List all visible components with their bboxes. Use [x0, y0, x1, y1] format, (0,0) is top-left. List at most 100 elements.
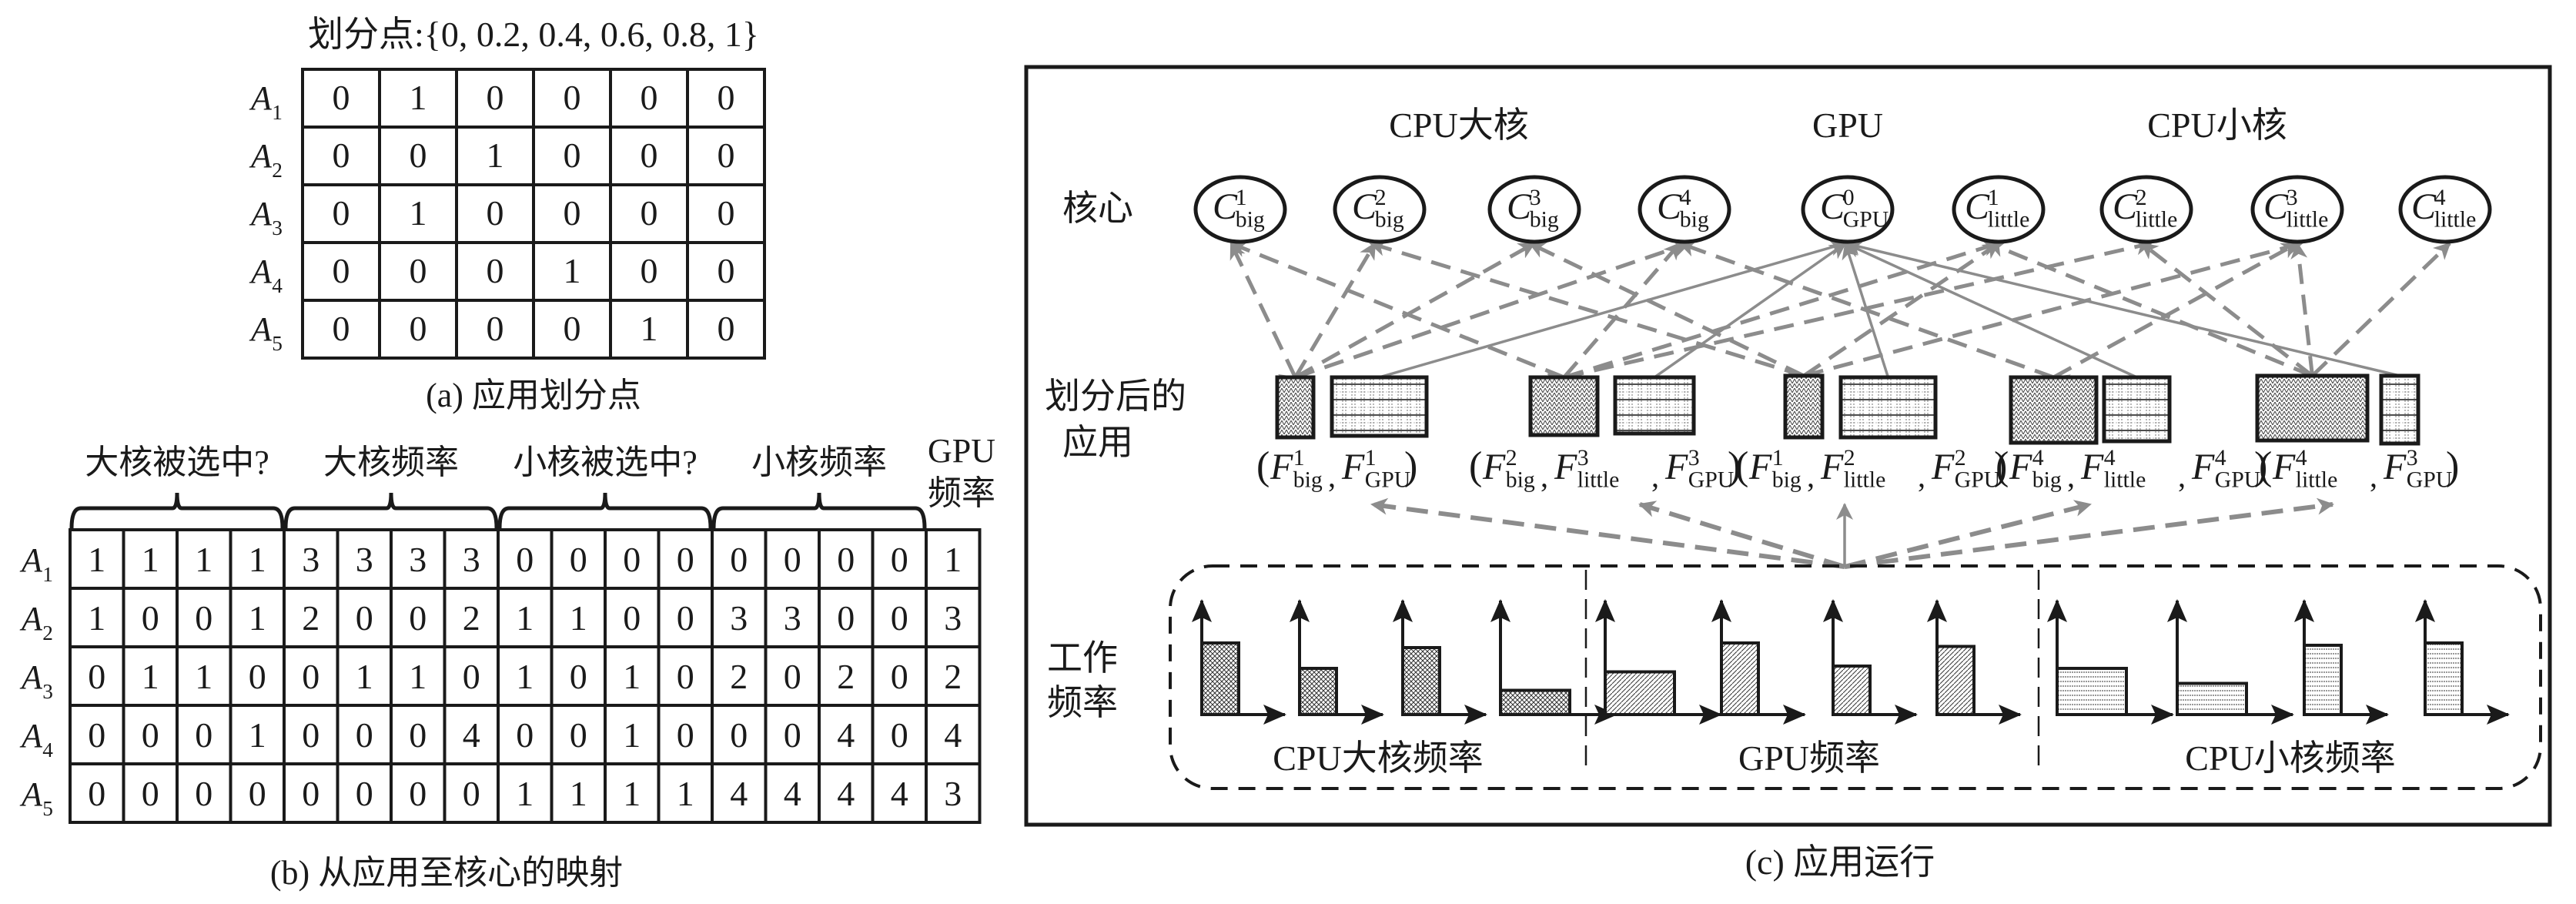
cell-value: 0	[410, 136, 427, 175]
math-sub: little	[1577, 467, 1620, 493]
mapping-arrow	[2295, 242, 2451, 393]
core-ellipse	[2398, 175, 2492, 244]
table-cell	[336, 528, 393, 590]
table-cell	[657, 587, 714, 648]
cell-value: 0	[88, 715, 105, 755]
row-label-base: A	[19, 775, 43, 813]
cell-value: 1	[570, 598, 587, 638]
table-cell	[871, 704, 928, 765]
freq-fan-arrow	[1844, 497, 2334, 569]
cell-value: 1	[142, 540, 159, 579]
cell-value: 0	[195, 598, 212, 638]
panel-c-frame	[1024, 65, 2552, 827]
table-cell	[686, 68, 766, 129]
core-ellipse	[1638, 175, 1731, 244]
math-sub: little	[2287, 207, 2329, 233]
group-header: 大核频率	[283, 444, 499, 529]
cell-value: 1	[570, 774, 587, 813]
frequency-fan-arrows	[1370, 497, 2334, 569]
cell-value: 0	[516, 715, 534, 755]
caption-a: (a) 应用划分点	[426, 377, 641, 414]
cell-value: 0	[302, 715, 319, 755]
cell-value: 0	[249, 657, 266, 696]
core-ellipse	[1333, 175, 1427, 244]
table-cell	[871, 528, 928, 590]
row-label-base: A	[19, 541, 43, 579]
table-cell	[550, 762, 607, 824]
cell-value: 0	[784, 715, 801, 755]
cell-value: 1	[516, 774, 534, 813]
math-sup: 1	[1772, 445, 1784, 470]
cell-value: 1	[677, 774, 694, 813]
math-sup: 4	[2296, 445, 2307, 470]
cell-value: 1	[516, 657, 534, 696]
table-cell	[925, 704, 982, 765]
cell-value: 4	[944, 715, 962, 755]
cpu-portion-block	[1783, 373, 1825, 440]
freq-chart	[1490, 599, 1618, 725]
table-cell	[925, 587, 982, 648]
group-bracket	[497, 492, 713, 529]
freq-group-label: CPU小核频率	[2185, 738, 2395, 778]
freq-group: CPU大核频率	[1192, 599, 1618, 778]
cell-value: 0	[730, 715, 748, 755]
table-cell	[925, 762, 982, 824]
group-bracket	[711, 492, 927, 529]
gpu-freq-header-line2: 频率	[928, 474, 995, 512]
group-header-label: 大核被选中?	[85, 444, 269, 481]
table-cell	[443, 704, 500, 765]
row-label-sub: 4	[272, 274, 283, 297]
group-header: 大核被选中?	[69, 444, 285, 529]
paren-close: )	[2254, 444, 2267, 488]
mapping-arrows	[1229, 238, 2451, 395]
table-cell	[229, 587, 286, 648]
row-label-sub: 3	[42, 680, 53, 703]
math-sup: 1	[1365, 445, 1377, 470]
freq-chart	[1927, 599, 2022, 725]
cell-value: 1	[944, 540, 962, 579]
math-base: C	[2263, 186, 2289, 227]
math-sub: GPU	[1955, 467, 2001, 493]
math-sub: big	[1375, 207, 1404, 233]
partition-points-header: 划分点:{0, 0.2, 0.4, 0.6, 0.8, 1}	[308, 15, 759, 54]
freq-group: GPU频率	[1595, 599, 2022, 778]
math-sub: GPU	[2215, 467, 2261, 493]
math-sup: 4	[2215, 445, 2226, 470]
cell-value: 0	[837, 540, 855, 579]
math-sup: 3	[2287, 185, 2298, 210]
table-cell	[443, 587, 500, 648]
freq-chart	[1595, 599, 1722, 725]
math-sub: big	[1293, 467, 1323, 493]
table-cell	[69, 762, 125, 824]
group-title-big: CPU大核	[1389, 105, 1528, 145]
row-label-base: A	[19, 600, 43, 638]
table-cell	[378, 126, 458, 186]
cell-value: 1	[516, 598, 534, 638]
row-label-sub: 1	[272, 101, 283, 124]
cell-value: 0	[718, 251, 735, 290]
mapping-arrow	[1528, 241, 1822, 390]
group-bracket	[283, 492, 499, 529]
math-base: F	[1664, 447, 1688, 487]
cell-value: 0	[677, 715, 694, 755]
cell-value: 4	[730, 774, 748, 813]
cell-value: 0	[142, 715, 159, 755]
math-sub: big	[1236, 207, 1265, 233]
cell-value: 0	[410, 251, 427, 290]
freq-chart	[1823, 599, 1918, 725]
app-A2	[1528, 375, 1696, 437]
